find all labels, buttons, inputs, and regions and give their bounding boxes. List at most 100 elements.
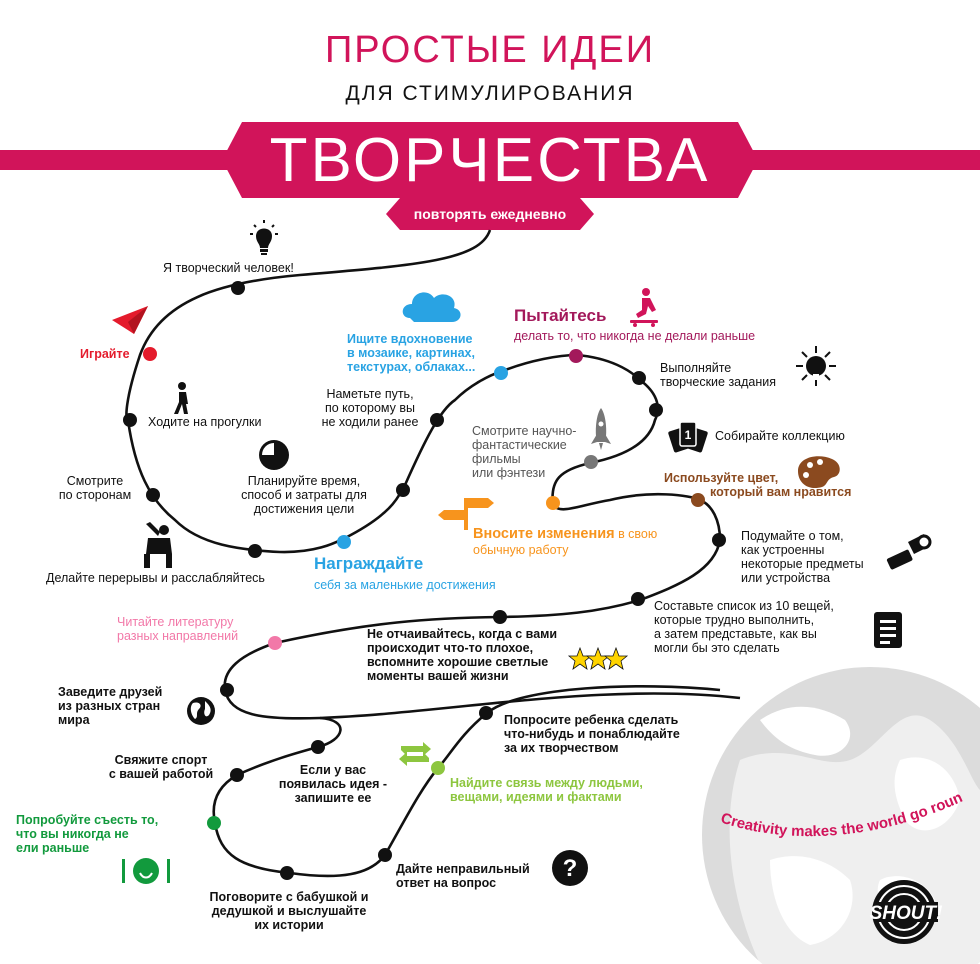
stars-icon (567, 646, 629, 670)
child-line-3: за их творчеством (504, 741, 619, 755)
dot-idea (311, 740, 325, 754)
newpath-line-2: по которому вы (324, 401, 415, 415)
inspire-line-1: Ищите вдохновение (347, 332, 473, 346)
idea-line-1: Если у вас (299, 763, 367, 777)
lit-line-2: разных направлений (117, 629, 239, 643)
title-line-1: ПРОСТЫЕ ИДЕИ (324, 29, 656, 71)
dot-grand (280, 866, 294, 880)
lit-line-1: Читайте литературу (117, 615, 234, 629)
list-line-3: а затем представьте, как вы (654, 627, 817, 641)
flashlight-icon (886, 534, 932, 570)
list-doc-icon (874, 612, 902, 648)
signpost-icon (438, 498, 494, 530)
devices-line-2: как устроенны (741, 543, 825, 557)
sport-line-2: с вашей работой (108, 767, 214, 781)
scifi-line-1: Смотрите научно- (472, 424, 577, 438)
look-line-2: по сторонам (58, 488, 132, 502)
cloud-icon (402, 292, 461, 322)
dot-child (479, 706, 493, 720)
rocket-icon (591, 408, 611, 450)
sport-line-1: Свяжите спорт (114, 753, 208, 767)
inspire-line-3: текстурах, облаках... (347, 360, 476, 374)
changes-line-2: обычную работу (473, 543, 569, 557)
step-eat: Попробуйте съесть то, что вы никогда не … (16, 813, 158, 855)
changes-tail: в свою (618, 527, 658, 541)
step-despair: Не отчаивайтесь, когда с вами происходит… (367, 627, 557, 683)
pie-clock-icon (259, 440, 289, 470)
eat-line-3: ели раньше (16, 841, 90, 855)
cards-icon: 1 (668, 421, 708, 453)
step-literature: Читайте литературу разных направлений (117, 615, 238, 643)
dot-changes (546, 496, 560, 510)
dot-breaks (248, 544, 262, 558)
scifi-line-2: фантастические (472, 438, 567, 452)
despair-line-1: Не отчаивайтесь, когда с вами (367, 627, 558, 641)
devices-line-1: Подумайте о том, (741, 529, 844, 543)
child-line-1: Попросите ребенка сделать (504, 713, 679, 727)
scifi-line-4: или фэнтези (472, 466, 546, 480)
step-connection: Найдите связь между людьми, вещами, идея… (450, 776, 643, 804)
step-idea: Если у вас появилась идея - запишите ее (278, 763, 388, 805)
child-line-2: что-нибудь и понаблюдайте (504, 727, 680, 741)
conn-line-2: вещами, идеями и фактами (450, 790, 622, 804)
list-line-4: могли бы это сделать (654, 641, 780, 655)
color-line-1: Используйте цвет, (664, 471, 779, 485)
step-changes: Вносите изменения в свою обычную работу (473, 527, 657, 557)
despair-line-4: моменты вашей жизни (367, 669, 509, 683)
step-child: Попросите ребенка сделать что-нибудь и п… (504, 713, 680, 755)
globe-icon (187, 697, 215, 725)
dot-color (691, 493, 705, 507)
step-collection: Собирайте коллекцию (715, 429, 845, 443)
dot-scifi (584, 455, 598, 469)
step-inspiration: Ищите вдохновение в мозаике, картинах, т… (347, 332, 475, 374)
dot-creative (231, 281, 245, 295)
dot-inspire (494, 366, 508, 380)
grand-line-2: дедушкой и выслушайте (211, 904, 367, 918)
path-dots (123, 281, 726, 880)
eat-line-2: что вы никогда не (16, 827, 129, 841)
look-line-1: Смотрите (66, 474, 124, 488)
dot-look (146, 488, 160, 502)
friends-line-2: из разных стран (58, 699, 161, 713)
lightbulb-icon (250, 220, 278, 255)
dot-eat (207, 816, 221, 830)
dot-play (143, 347, 157, 361)
step-grandparents: Поговорите с бабушкой и дедушкой и выслу… (196, 890, 382, 932)
relaxing-person-icon (144, 522, 172, 568)
color-line-2: который вам нравится (710, 485, 852, 499)
wrong-line-2: ответ на вопрос (396, 876, 497, 890)
step-reward-title: Награждайте (314, 554, 424, 573)
grand-line-1: Поговорите с бабушкой и (209, 890, 369, 904)
svg-text:?: ? (563, 855, 578, 882)
plan-line-2: способ и затраты для (241, 488, 367, 502)
dot-tasks (632, 371, 646, 385)
step-color: Используйте цвет, который вам нравится (664, 471, 851, 499)
svg-text:1: 1 (685, 428, 692, 442)
despair-line-2: происходит что-то плохое, (367, 641, 534, 655)
eat-line-1: Попробуйте съесть то, (16, 813, 159, 827)
step-list10: Составьте список из 10 вещей, которые тр… (654, 599, 834, 655)
changes-main: Вносите изменения (473, 526, 615, 542)
step-walks: Ходите на прогулки (148, 415, 262, 429)
list-line-1: Составьте список из 10 вещей, (654, 599, 834, 613)
step-new-path: Наметьте путь, по которому вы не ходили … (310, 387, 430, 429)
tasks-line-1: Выполняйте (660, 361, 732, 375)
despair-line-3: вспомните хорошие светлые (367, 655, 549, 669)
step-breaks: Делайте перерывы и расслабляйтесь (46, 571, 265, 585)
step-tasks: Выполняйте творческие задания (660, 361, 776, 389)
scifi-line-3: фильмы (472, 452, 521, 466)
step-play: Играйте (80, 347, 130, 361)
walking-person-icon (174, 382, 188, 414)
dot-connection (431, 761, 445, 775)
devices-line-3: некоторые предметы (741, 557, 864, 571)
dot-collect (649, 403, 663, 417)
conn-line-1: Найдите связь между людьми, (450, 776, 643, 790)
step-try-text: делать то, что никогда не делали раньше (514, 329, 756, 343)
dot-literature (268, 636, 282, 650)
wrong-line-1: Дайте неправильный (396, 862, 530, 876)
idea-line-3: запишите ее (294, 791, 372, 805)
step-reward-text: себя за маленькие достижения (314, 578, 496, 592)
step-scifi: Смотрите научно- фантастические фильмы и… (472, 424, 576, 480)
newpath-line-1: Наметьте путь, (326, 387, 414, 401)
